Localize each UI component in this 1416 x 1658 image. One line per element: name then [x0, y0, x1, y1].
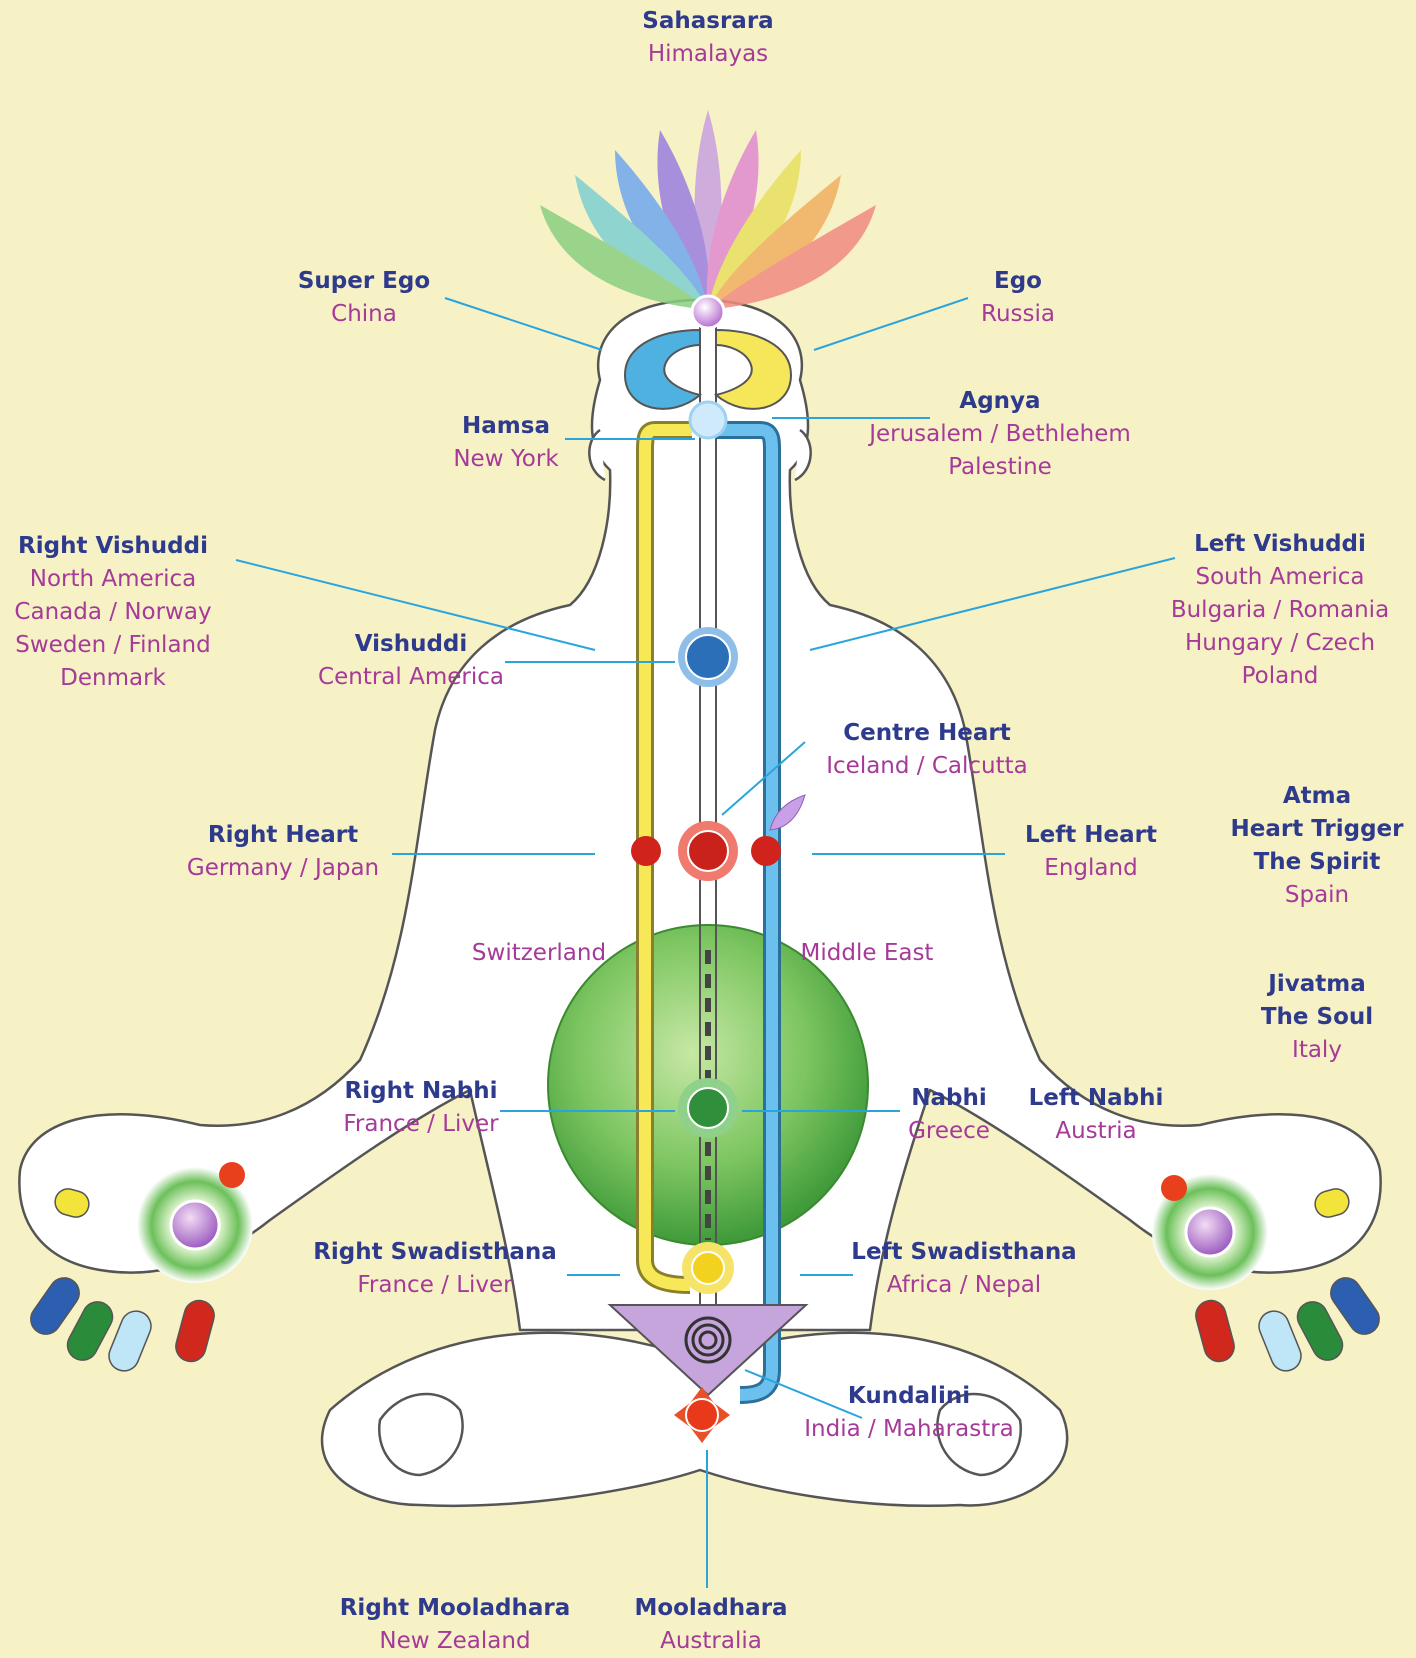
label-title: Left Vishuddi — [1171, 528, 1389, 561]
label-jivatma: Jivatma The Soul Italy — [1261, 968, 1373, 1067]
label-nabhi: Nabhi Greece — [908, 1082, 990, 1148]
label-subtitle: Africa / Nepal — [851, 1269, 1076, 1302]
label-title: Centre Heart — [826, 717, 1028, 750]
label-subtitle: North America — [14, 563, 211, 596]
label-subtitle: Hungary / Czech — [1171, 627, 1389, 660]
label-title: Atma — [1231, 780, 1404, 813]
label-subtitle: Iceland / Calcutta — [826, 750, 1028, 783]
label-left-swadisthana: Left Swadisthana Africa / Nepal — [851, 1236, 1076, 1302]
label-atma: Atma Heart Trigger The Spirit Spain — [1231, 780, 1404, 912]
label-switzerland: Switzerland — [472, 937, 606, 970]
label-vishuddi: Vishuddi Central America — [318, 628, 504, 694]
label-subtitle: South America — [1171, 561, 1389, 594]
label-subtitle: New Zealand — [340, 1625, 571, 1658]
label-subtitle: Switzerland — [472, 937, 606, 970]
label-subtitle: Denmark — [14, 662, 211, 695]
label-right-mooladhara: Right Mooladhara New Zealand — [340, 1592, 571, 1658]
label-middle-east: Middle East — [801, 937, 934, 970]
label-agnya: Agnya Jerusalem / Bethlehem Palestine — [869, 385, 1131, 484]
label-hamsa: Hamsa New York — [453, 410, 558, 476]
label-title: Mooladhara — [634, 1592, 787, 1625]
label-title: Agnya — [869, 385, 1131, 418]
label-title: The Spirit — [1231, 846, 1404, 879]
label-title: Left Heart — [1025, 819, 1157, 852]
label-sahasrara: Sahasrara Himalayas — [642, 5, 773, 71]
sahasrara-lotus — [540, 110, 876, 310]
label-subtitle: Australia — [634, 1625, 787, 1658]
label-subtitle: Canada / Norway — [14, 596, 211, 629]
label-subtitle: Himalayas — [642, 38, 773, 71]
label-title: Heart Trigger — [1231, 813, 1404, 846]
label-kundalini: Kundalini India / Maharastra — [804, 1380, 1014, 1446]
label-right-nabhi: Right Nabhi France / Liver — [343, 1075, 498, 1141]
label-subtitle: Central America — [318, 661, 504, 694]
agnya-dot — [690, 402, 726, 438]
label-title: Jivatma — [1261, 968, 1373, 1001]
label-title: Ego — [981, 265, 1055, 298]
label-title: Nabhi — [908, 1082, 990, 1115]
label-title: Right Nabhi — [343, 1075, 498, 1108]
swadisthana-chakra — [682, 1242, 734, 1294]
label-mooladhara: Mooladhara Australia — [634, 1592, 787, 1658]
label-title: Right Swadisthana — [313, 1236, 557, 1269]
label-subtitle: Middle East — [801, 937, 934, 970]
label-left-heart: Left Heart England — [1025, 819, 1157, 885]
label-subtitle: Russia — [981, 298, 1055, 331]
label-left-vishuddi: Left Vishuddi South America Bulgaria / R… — [1171, 528, 1389, 693]
label-title: Hamsa — [453, 410, 558, 443]
label-subtitle: Greece — [908, 1115, 990, 1148]
label-title: Right Vishuddi — [14, 530, 211, 563]
label-right-heart: Right Heart Germany / Japan — [187, 819, 379, 885]
label-subtitle: France / Liver — [343, 1108, 498, 1141]
label-title: Kundalini — [804, 1380, 1014, 1413]
label-centre-heart: Centre Heart Iceland / Calcutta — [826, 717, 1028, 783]
label-subtitle: Sweden / Finland — [14, 629, 211, 662]
vishuddi-chakra — [678, 627, 738, 687]
label-right-swadisthana: Right Swadisthana France / Liver — [313, 1236, 557, 1302]
label-subtitle: Poland — [1171, 660, 1389, 693]
label-title: Left Nabhi — [1029, 1082, 1164, 1115]
label-subtitle: Austria — [1029, 1115, 1164, 1148]
nabhi-chakra — [678, 1078, 738, 1138]
label-super-ego: Super Ego China — [298, 265, 430, 331]
label-subtitle: India / Maharastra — [804, 1413, 1014, 1446]
label-title: Right Mooladhara — [340, 1592, 571, 1625]
label-subtitle: France / Liver — [313, 1269, 557, 1302]
label-right-vishuddi: Right Vishuddi North America Canada / No… — [14, 530, 211, 695]
label-subtitle: China — [298, 298, 430, 331]
label-title: Super Ego — [298, 265, 430, 298]
label-subtitle: Spain — [1231, 879, 1404, 912]
label-title: Right Heart — [187, 819, 379, 852]
label-title: Vishuddi — [318, 628, 504, 661]
label-title: Left Swadisthana — [851, 1236, 1076, 1269]
label-title: Sahasrara — [642, 5, 773, 38]
label-subtitle: New York — [453, 443, 558, 476]
sahasrara-dot — [692, 296, 724, 328]
left-hand-palm — [1152, 1174, 1268, 1290]
label-subtitle: Italy — [1261, 1034, 1373, 1067]
label-ego: Ego Russia — [981, 265, 1055, 331]
label-left-nabhi: Left Nabhi Austria — [1029, 1082, 1164, 1148]
label-subtitle: Jerusalem / Bethlehem — [869, 418, 1131, 451]
label-subtitle: Germany / Japan — [187, 852, 379, 885]
label-title: The Soul — [1261, 1001, 1373, 1034]
label-subtitle: Bulgaria / Romania — [1171, 594, 1389, 627]
label-subtitle: England — [1025, 852, 1157, 885]
label-subtitle: Palestine — [869, 451, 1131, 484]
